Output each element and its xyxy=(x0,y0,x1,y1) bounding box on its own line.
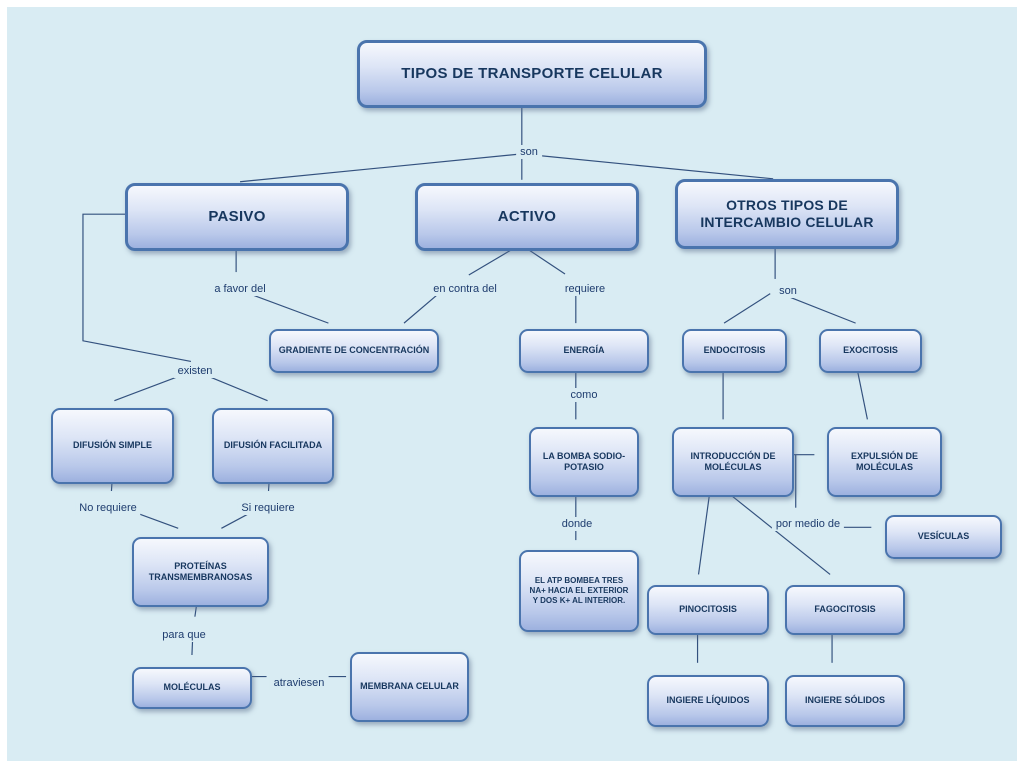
node-endocitosis: ENDOCITOSIS xyxy=(682,329,787,373)
node-vesiculas: VESÍCULAS xyxy=(885,515,1002,559)
node-gradiente-concentracion: GRADIENTE DE CONCENTRACIÓN xyxy=(269,329,439,373)
edge-label-como: como xyxy=(566,388,602,403)
node-proteinas-transmembranosas: PROTEÍNAS TRANSMEMBRANOSAS xyxy=(132,537,269,607)
connector-lines xyxy=(82,107,872,678)
node-pasivo: PASIVO xyxy=(125,183,349,251)
edge-label-a-favor-del: a favor del xyxy=(210,282,270,297)
edge-label-requiere: requiere xyxy=(560,282,610,297)
edge-label-por-medio-de: por medio de xyxy=(771,517,845,532)
node-expulsion-moleculas: EXPULSIÓN DE MOLÉCULAS xyxy=(827,427,942,497)
node-activo: ACTIVO xyxy=(415,183,639,251)
node-atp-bombea: EL ATP BOMBEA TRES NA+ HACIA EL EXTERIOR… xyxy=(519,550,639,632)
node-membrana-celular: MEMBRANA CELULAR xyxy=(350,652,469,722)
edge-label-no-requiere: No requiere xyxy=(75,501,141,516)
edge-label-si-requiere: Si requiere xyxy=(237,501,299,516)
node-introduccion-moleculas: INTRODUCCIÓN DE MOLÉCULAS xyxy=(672,427,794,497)
edge-label-son-otros: son xyxy=(775,284,801,299)
node-otros-tipos: OTROS TIPOS DE INTERCAMBIO CELULAR xyxy=(675,179,899,249)
edge-label-son-root: son xyxy=(516,145,542,160)
node-bomba-sodio-potasio: LA BOMBA SODIO-POTASIO xyxy=(529,427,639,497)
node-pinocitosis: PINOCITOSIS xyxy=(647,585,769,635)
edge-label-donde: donde xyxy=(557,517,597,532)
node-fagocitosis: FAGOCITOSIS xyxy=(785,585,905,635)
node-energia: ENERGÍA xyxy=(519,329,649,373)
node-ingiere-solidos: INGIERE SÓLIDOS xyxy=(785,675,905,727)
node-ingiere-liquidos: INGIERE LÍQUIDOS xyxy=(647,675,769,727)
node-difusion-facilitada: DIFUSIÓN FACILITADA xyxy=(212,408,334,484)
node-moleculas: MOLÉCULAS xyxy=(132,667,252,709)
edge-label-para-que: para que xyxy=(158,628,210,643)
node-title: TIPOS DE TRANSPORTE CELULAR xyxy=(357,40,707,108)
edge-label-atraviesen: atraviesen xyxy=(269,676,329,691)
node-exocitosis: EXOCITOSIS xyxy=(819,329,922,373)
edge-label-existen: existen xyxy=(173,364,217,379)
node-difusion-simple: DIFUSIÓN SIMPLE xyxy=(51,408,174,484)
edge-label-en-contra-del: en contra del xyxy=(429,282,501,297)
